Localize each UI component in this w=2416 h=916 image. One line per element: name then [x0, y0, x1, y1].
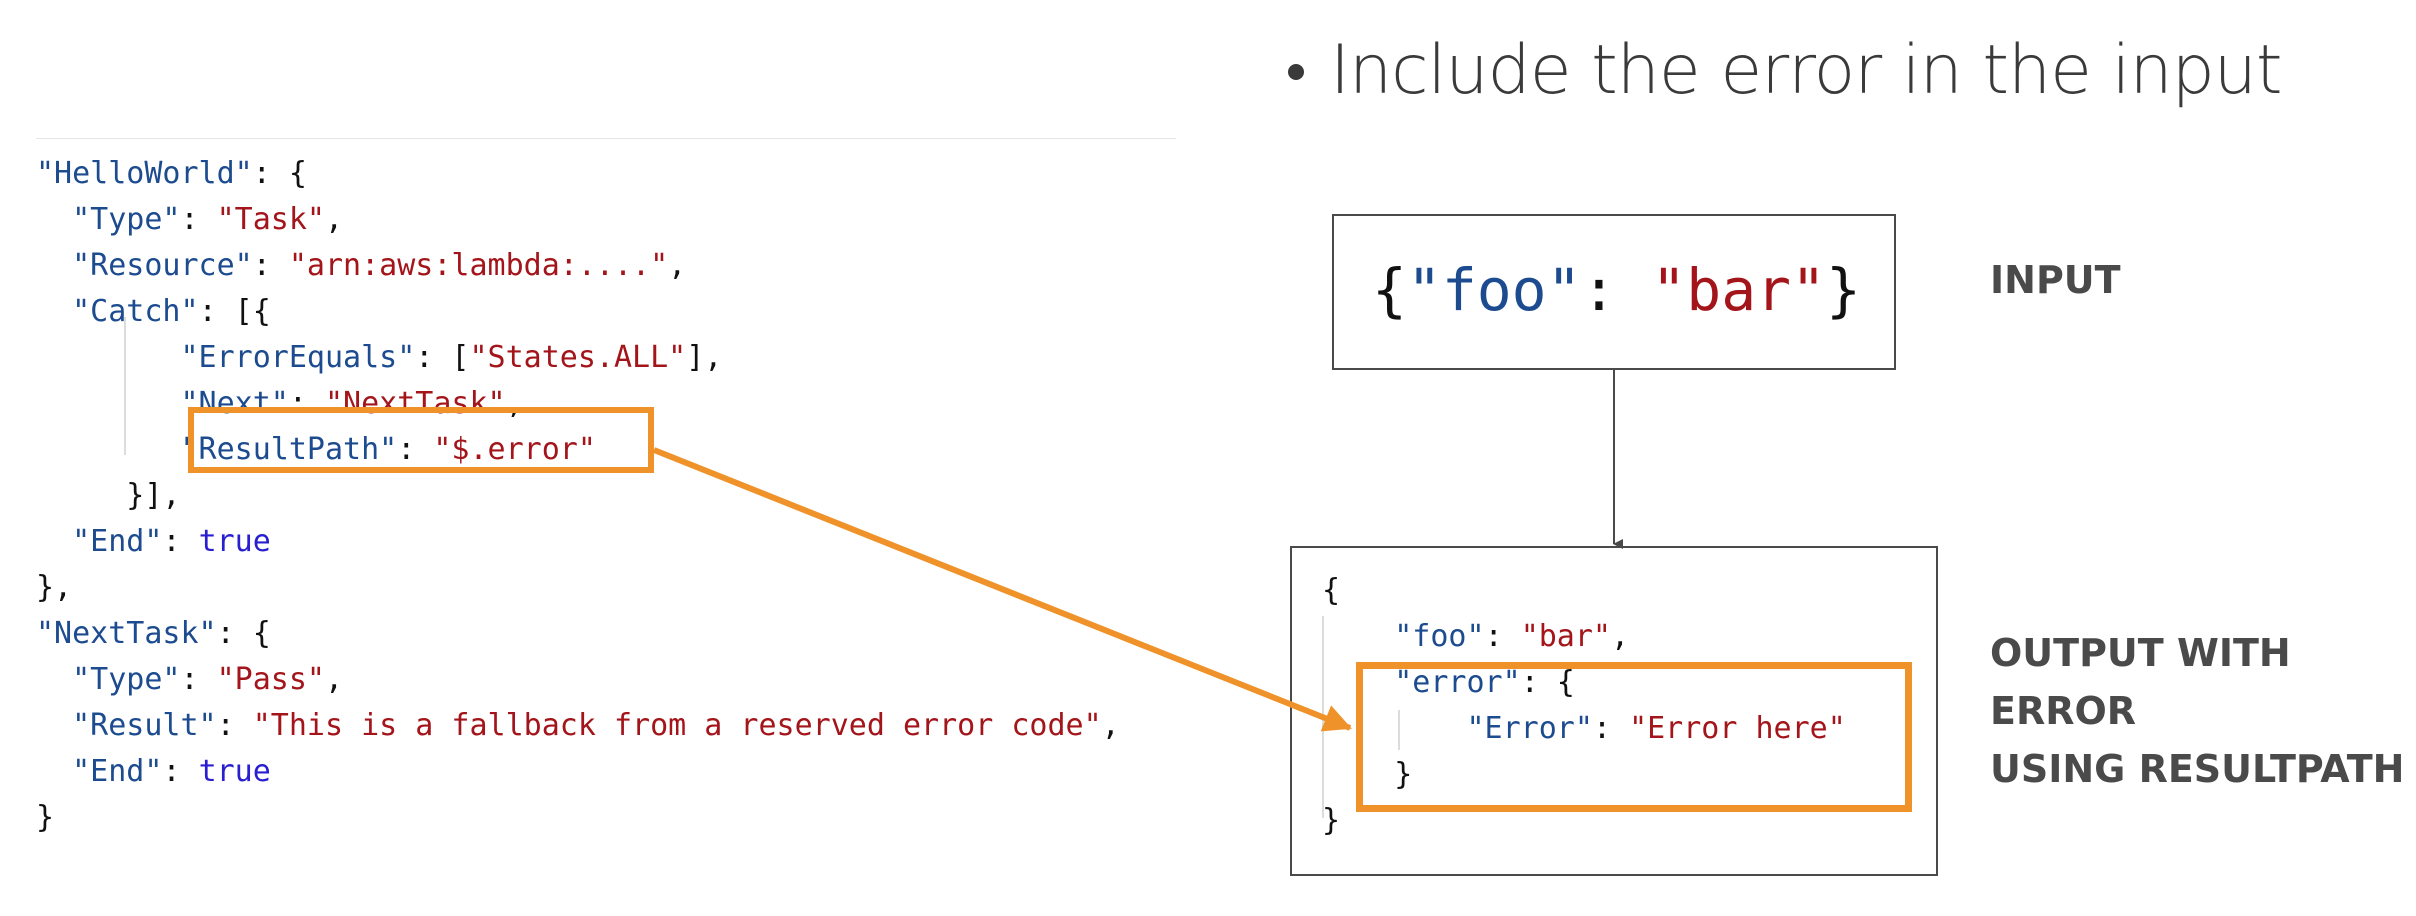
- code-token: :: [162, 754, 199, 789]
- code-token: : {: [252, 156, 307, 191]
- code-token: : [{: [198, 294, 271, 329]
- code-line: "NextTask": {: [36, 611, 271, 657]
- code-token: true: [198, 524, 271, 559]
- code-token: ,: [325, 662, 344, 697]
- code-token: ],: [686, 340, 723, 375]
- code-line: "End": true: [36, 749, 271, 795]
- code-token: :: [252, 248, 289, 283]
- code-token: :: [397, 432, 434, 467]
- code-token: "Next": [36, 386, 289, 421]
- code-token: "End": [36, 754, 163, 789]
- code-token: :: [162, 524, 199, 559]
- code-line: "ResultPath": "$.error": [36, 427, 596, 473]
- indent-guide: [124, 317, 126, 455]
- code-token: "ResultPath": [36, 432, 398, 467]
- bullet-point-icon: [1288, 64, 1304, 80]
- code-token: }: [1322, 757, 1413, 792]
- code-line: "Type": "Pass",: [36, 657, 343, 703]
- error-highlight-box: [1356, 662, 1912, 812]
- output-label-line: OUTPUT WITH: [1990, 631, 2291, 675]
- code-token: "End": [36, 524, 163, 559]
- resultpath-to-error-arrow: [652, 447, 1352, 732]
- code-line: }: [36, 795, 54, 841]
- code-token: :: [180, 662, 217, 697]
- code-token: :: [1592, 711, 1630, 746]
- code-token: {: [1372, 256, 1407, 324]
- output-code-line: "Error": "Error here": [1322, 706, 1846, 752]
- code-line: }],: [36, 473, 181, 519]
- code-token: "$.error": [433, 432, 596, 467]
- output-label-line: ERROR: [1990, 689, 2137, 733]
- output-json-box: { "foo": "bar", "error": { "Error": "Err…: [1290, 546, 1938, 876]
- code-token: true: [198, 754, 271, 789]
- output-label: OUTPUT WITH ERROR USING RESULTPATH: [1990, 624, 2404, 798]
- indent-guide: [1398, 710, 1400, 750]
- code-token: "This is a fallback from a reserved erro…: [252, 708, 1102, 743]
- output-code-line: "foo": "bar",: [1322, 614, 1629, 660]
- code-token: : [: [415, 340, 470, 375]
- code-token: "ErrorEquals": [36, 340, 416, 375]
- code-line: "End": true: [36, 519, 271, 565]
- code-token: "HelloWorld": [36, 156, 253, 191]
- code-token: "Resource": [36, 248, 253, 283]
- code-line: "Type": "Task",: [36, 197, 343, 243]
- code-token: ,: [1101, 708, 1120, 743]
- code-token: },: [36, 570, 73, 605]
- code-token: }: [36, 800, 55, 835]
- output-code-line: }: [1322, 752, 1412, 798]
- code-token: }],: [36, 478, 181, 513]
- code-line: "Catch": [{: [36, 289, 271, 335]
- code-token: :: [1484, 619, 1521, 654]
- code-token: "States.ALL": [469, 340, 687, 375]
- code-line: },: [36, 565, 72, 611]
- code-token: "bar": [1651, 256, 1826, 324]
- code-token: ,: [325, 202, 344, 237]
- input-label: INPUT: [1990, 258, 2121, 302]
- code-token: "Catch": [36, 294, 199, 329]
- code-line: "ErrorEquals": ["States.ALL"],: [36, 335, 722, 381]
- code-token: :: [1581, 256, 1652, 324]
- code-token: "foo": [1406, 256, 1582, 324]
- resultpath-highlight-box: [188, 407, 654, 473]
- code-token: "Result": [36, 708, 217, 743]
- code-line: "Resource": "arn:aws:lambda:....",: [36, 243, 686, 289]
- code-token: "arn:aws:lambda:....": [288, 248, 669, 283]
- code-line: "Next": "NextTask",: [36, 381, 523, 427]
- code-token: "Type": [36, 662, 181, 697]
- code-token: ,: [1611, 619, 1630, 654]
- code-token: "error": [1322, 665, 1521, 700]
- code-token: "Pass": [216, 662, 325, 697]
- code-token: : {: [1520, 665, 1575, 700]
- code-token: "Error": [1322, 711, 1593, 746]
- code-token: "NextTask": [325, 386, 506, 421]
- output-label-line: USING RESULTPATH: [1990, 747, 2405, 791]
- bullet-text: Include the error in the input: [1330, 31, 2283, 110]
- code-token: {: [1322, 573, 1341, 608]
- code-token: }: [1322, 803, 1341, 838]
- code-line: "Result": "This is a fallback from a res…: [36, 703, 1120, 749]
- code-token: :: [180, 202, 217, 237]
- output-code-line: "error": {: [1322, 660, 1575, 706]
- code-line: "HelloWorld": {: [36, 151, 307, 197]
- code-token: "bar": [1520, 619, 1611, 654]
- code-token: "Type": [36, 202, 181, 237]
- output-code-line: {: [1322, 568, 1340, 614]
- code-token: "Error here": [1629, 711, 1846, 746]
- code-token: "foo": [1322, 619, 1485, 654]
- code-token: :: [216, 708, 253, 743]
- code-token: "Task": [216, 202, 325, 237]
- code-token: "NextTask": [36, 616, 217, 651]
- output-code-line: }: [1322, 798, 1340, 844]
- input-json-box: {"foo": "bar"}: [1332, 214, 1896, 370]
- state-machine-code: "HelloWorld": { "Type": "Task", "Resourc…: [36, 138, 1176, 839]
- code-token: ,: [668, 248, 687, 283]
- input-json: {"foo": "bar"}: [1372, 252, 1861, 328]
- code-token: }: [1825, 256, 1861, 324]
- code-token: : {: [216, 616, 271, 651]
